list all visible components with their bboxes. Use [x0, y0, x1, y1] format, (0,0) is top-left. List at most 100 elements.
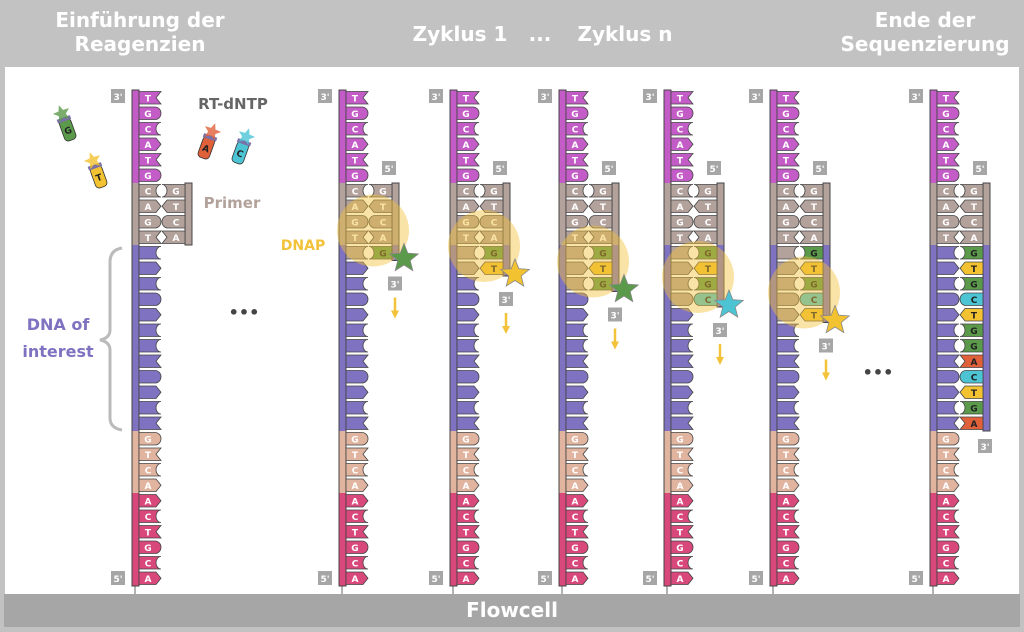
backbone-segment: [770, 353, 777, 370]
backbone-segment: [770, 369, 777, 385]
template-base-shape: [936, 385, 960, 399]
primer-five-prime-text: 5': [384, 165, 393, 175]
primer-base-letter: A: [971, 358, 978, 368]
template-base-letter: T: [943, 529, 950, 539]
template-base: [776, 292, 800, 306]
template-base: C: [936, 184, 960, 198]
template-base-letter: A: [352, 575, 359, 585]
template-base-shape: [138, 556, 162, 570]
template-base: C: [936, 556, 960, 570]
template-base: [345, 385, 369, 399]
primer-five-prime-label: 5': [813, 161, 827, 175]
incorporated-base: T: [588, 261, 613, 275]
primer-base: T: [161, 199, 186, 213]
backbone-segment: [132, 136, 139, 153]
five-prime-label: 5': [429, 571, 443, 585]
template-base-letter: A: [145, 575, 152, 585]
primer-base-shape: [959, 261, 984, 275]
template-base-letter: C: [783, 188, 790, 198]
template-base-shape: [936, 292, 960, 306]
template-base-shape: [456, 401, 480, 415]
template-base-shape: [670, 277, 694, 291]
template-base: [565, 401, 589, 415]
three-prime-label: 3': [909, 89, 923, 103]
primer-base-shape: [959, 339, 984, 353]
template-base: A: [456, 137, 480, 151]
backbone-segment: [339, 353, 346, 370]
template-base-letter: G: [571, 172, 578, 182]
template-base-letter: T: [145, 234, 152, 244]
template-base: G: [776, 540, 800, 554]
template-base: C: [565, 184, 589, 198]
backbone-segment: [664, 539, 671, 556]
template-base: [138, 370, 162, 384]
template-base-shape: [936, 215, 960, 229]
template-base: [456, 261, 480, 275]
template-base: G: [670, 106, 694, 120]
diagram-panel: [5, 67, 1019, 594]
primer-backbone-outline: [502, 182, 511, 277]
template-base-shape: [936, 168, 960, 182]
backbone-segment: [770, 307, 777, 323]
primer-base: G: [799, 184, 824, 198]
template-base-letter: G: [942, 544, 949, 554]
primer-base-letter: C: [491, 219, 498, 229]
template-base: T: [565, 525, 589, 539]
incorporated-base: T: [959, 261, 984, 275]
template-base-letter: C: [572, 126, 579, 136]
backbone-segment: [930, 462, 937, 478]
backbone-segment: [770, 462, 777, 478]
template-base: T: [776, 447, 800, 461]
template-base-letter: T: [677, 95, 684, 105]
backbone-segment: [664, 167, 671, 184]
ellipsis-dots: •••: [229, 303, 260, 322]
primer-base-shape: [693, 184, 718, 198]
primer-backbone-segment: [983, 338, 990, 354]
template-base-shape: [456, 571, 480, 585]
template-base: [936, 246, 960, 260]
template-base: G: [670, 168, 694, 182]
header-ellipsis: ...: [528, 22, 552, 46]
template-base-letter: A: [943, 498, 950, 508]
primer-base: C: [799, 215, 824, 229]
primer-base-letter: G: [970, 327, 977, 337]
primer-base-shape: [959, 199, 984, 213]
template-base: A: [456, 199, 480, 213]
template-base: G: [456, 168, 480, 182]
template-base-shape: [345, 494, 369, 508]
template-base: A: [456, 478, 480, 492]
five-prime-text: 5': [751, 575, 760, 585]
template-base-letter: T: [352, 157, 359, 167]
dntp-star-icon: [204, 123, 222, 141]
backbone-segment: [450, 431, 457, 447]
template-base-shape: [345, 168, 369, 182]
template-base-shape: [345, 478, 369, 492]
primer-five-prime-box: [382, 161, 396, 175]
backbone-segment: [339, 198, 346, 215]
backbone-segment: [132, 384, 139, 401]
primer-base-letter: T: [705, 203, 712, 213]
primer-backbone-segment: [983, 260, 990, 277]
template-base: T: [936, 153, 960, 167]
primer-base: T: [368, 199, 393, 213]
backbone-segment: [132, 167, 139, 184]
primer-base: A: [479, 230, 504, 244]
template-base-shape: [776, 230, 800, 244]
incorporated-base: T: [799, 261, 824, 275]
primer-base-shape: [368, 184, 393, 198]
template-base: [345, 354, 369, 368]
primer-base-letter: T: [811, 312, 818, 322]
backbone-segment: [930, 431, 937, 447]
template-base-letter: A: [463, 203, 470, 213]
primer-backbone-segment: [185, 229, 192, 246]
backbone-segment: [559, 431, 566, 447]
template-base: T: [456, 525, 480, 539]
template-base: T: [670, 153, 694, 167]
backbone-segment: [664, 555, 671, 571]
template-base: C: [138, 122, 162, 136]
primer-backbone-segment: [185, 183, 192, 199]
template-base: G: [345, 540, 369, 554]
